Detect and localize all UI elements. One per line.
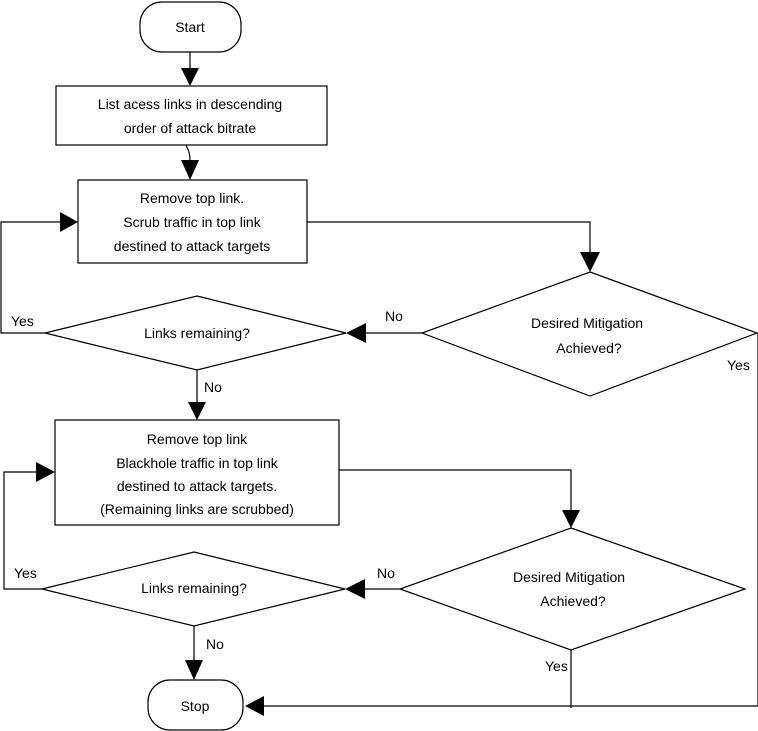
- links-decision-1: Links remaining?: [44, 295, 347, 371]
- blackhole-line-2: Blackhole traffic in top link: [116, 455, 279, 471]
- mitigation-1-line-1: Desired Mitigation: [531, 315, 643, 331]
- arrowhead-list: [181, 68, 199, 86]
- start-label: Start: [175, 19, 205, 35]
- links-2-label: Links remaining?: [141, 580, 247, 596]
- arrowhead-stop: [185, 660, 203, 680]
- arrowhead-links-2: [345, 579, 365, 599]
- stop-terminal: Stop: [147, 679, 244, 731]
- mitigation-1-line-2: Achieved?: [556, 340, 622, 356]
- blackhole-line-4: (Remaining links are scrubbed): [100, 501, 294, 517]
- mitigation-2-line-1: Desired Mitigation: [513, 569, 625, 585]
- edge-label-yes-mitigation-1: Yes: [727, 357, 750, 373]
- arrowhead-scrub: [181, 160, 199, 180]
- arrowhead-blackhole: [188, 402, 206, 420]
- edge-label-no-mitigation-2: No: [377, 565, 395, 581]
- edge-label-yes-links-1: Yes: [11, 313, 34, 329]
- mitigation-2-line-2: Achieved?: [540, 593, 606, 609]
- edge-label-no-links-2: No: [206, 636, 224, 652]
- scrub-line-3: destined to attack targets: [114, 238, 270, 254]
- list-links-box: List acess links in descending order of …: [55, 85, 328, 146]
- arrowhead-mitigation-1: [580, 252, 600, 272]
- connector-links-1-yes: [0, 221, 62, 334]
- connector-list-to-scrub: [185, 144, 191, 161]
- links-decision-2: Links remaining?: [41, 551, 346, 627]
- arrowhead-blackhole-loop: [36, 462, 55, 482]
- connector-mitigation-1-yes: [262, 333, 758, 707]
- edge-label-yes-links-2: Yes: [14, 565, 37, 581]
- scrub-box: Remove top link. Scrub traffic in top li…: [77, 179, 308, 264]
- mitigation-decision-1: Desired Mitigation Achieved?: [420, 271, 758, 397]
- arrowhead-mitigation-2: [562, 510, 580, 528]
- edge-label-no-links-1: No: [204, 379, 222, 395]
- arrowhead-scrub-loop: [60, 212, 78, 232]
- start-terminal: Start: [139, 1, 242, 53]
- edge-labels: No Yes Yes No No Yes Yes No: [11, 308, 750, 674]
- edge-label-no-mitigation-1: No: [385, 308, 403, 324]
- list-links-line-2: order of attack bitrate: [124, 120, 257, 136]
- blackhole-line-3: destined to attack targets.: [117, 478, 277, 494]
- links-1-label: Links remaining?: [144, 325, 250, 341]
- connector-blackhole-to-mitigation-2: [339, 469, 572, 512]
- scrub-line-1: Remove top link.: [140, 190, 244, 206]
- arrowhead-links-1: [346, 323, 366, 343]
- connector-links-2-yes: [3, 471, 42, 590]
- stop-label: Stop: [181, 698, 210, 714]
- mitigation-decision-2: Desired Mitigation Achieved?: [398, 527, 747, 651]
- blackhole-box: Remove top link Blackhole traffic in top…: [54, 419, 340, 526]
- blackhole-line-1: Remove top link: [147, 431, 248, 447]
- list-links-line-1: List acess links in descending: [98, 96, 282, 112]
- scrub-line-2: Scrub traffic in top link: [123, 214, 261, 230]
- connector-scrub-to-mitigation-1: [307, 221, 591, 256]
- arrowhead-stop-side: [245, 696, 264, 716]
- edge-label-yes-mitigation-2: Yes: [545, 658, 568, 674]
- connectors: [0, 52, 758, 716]
